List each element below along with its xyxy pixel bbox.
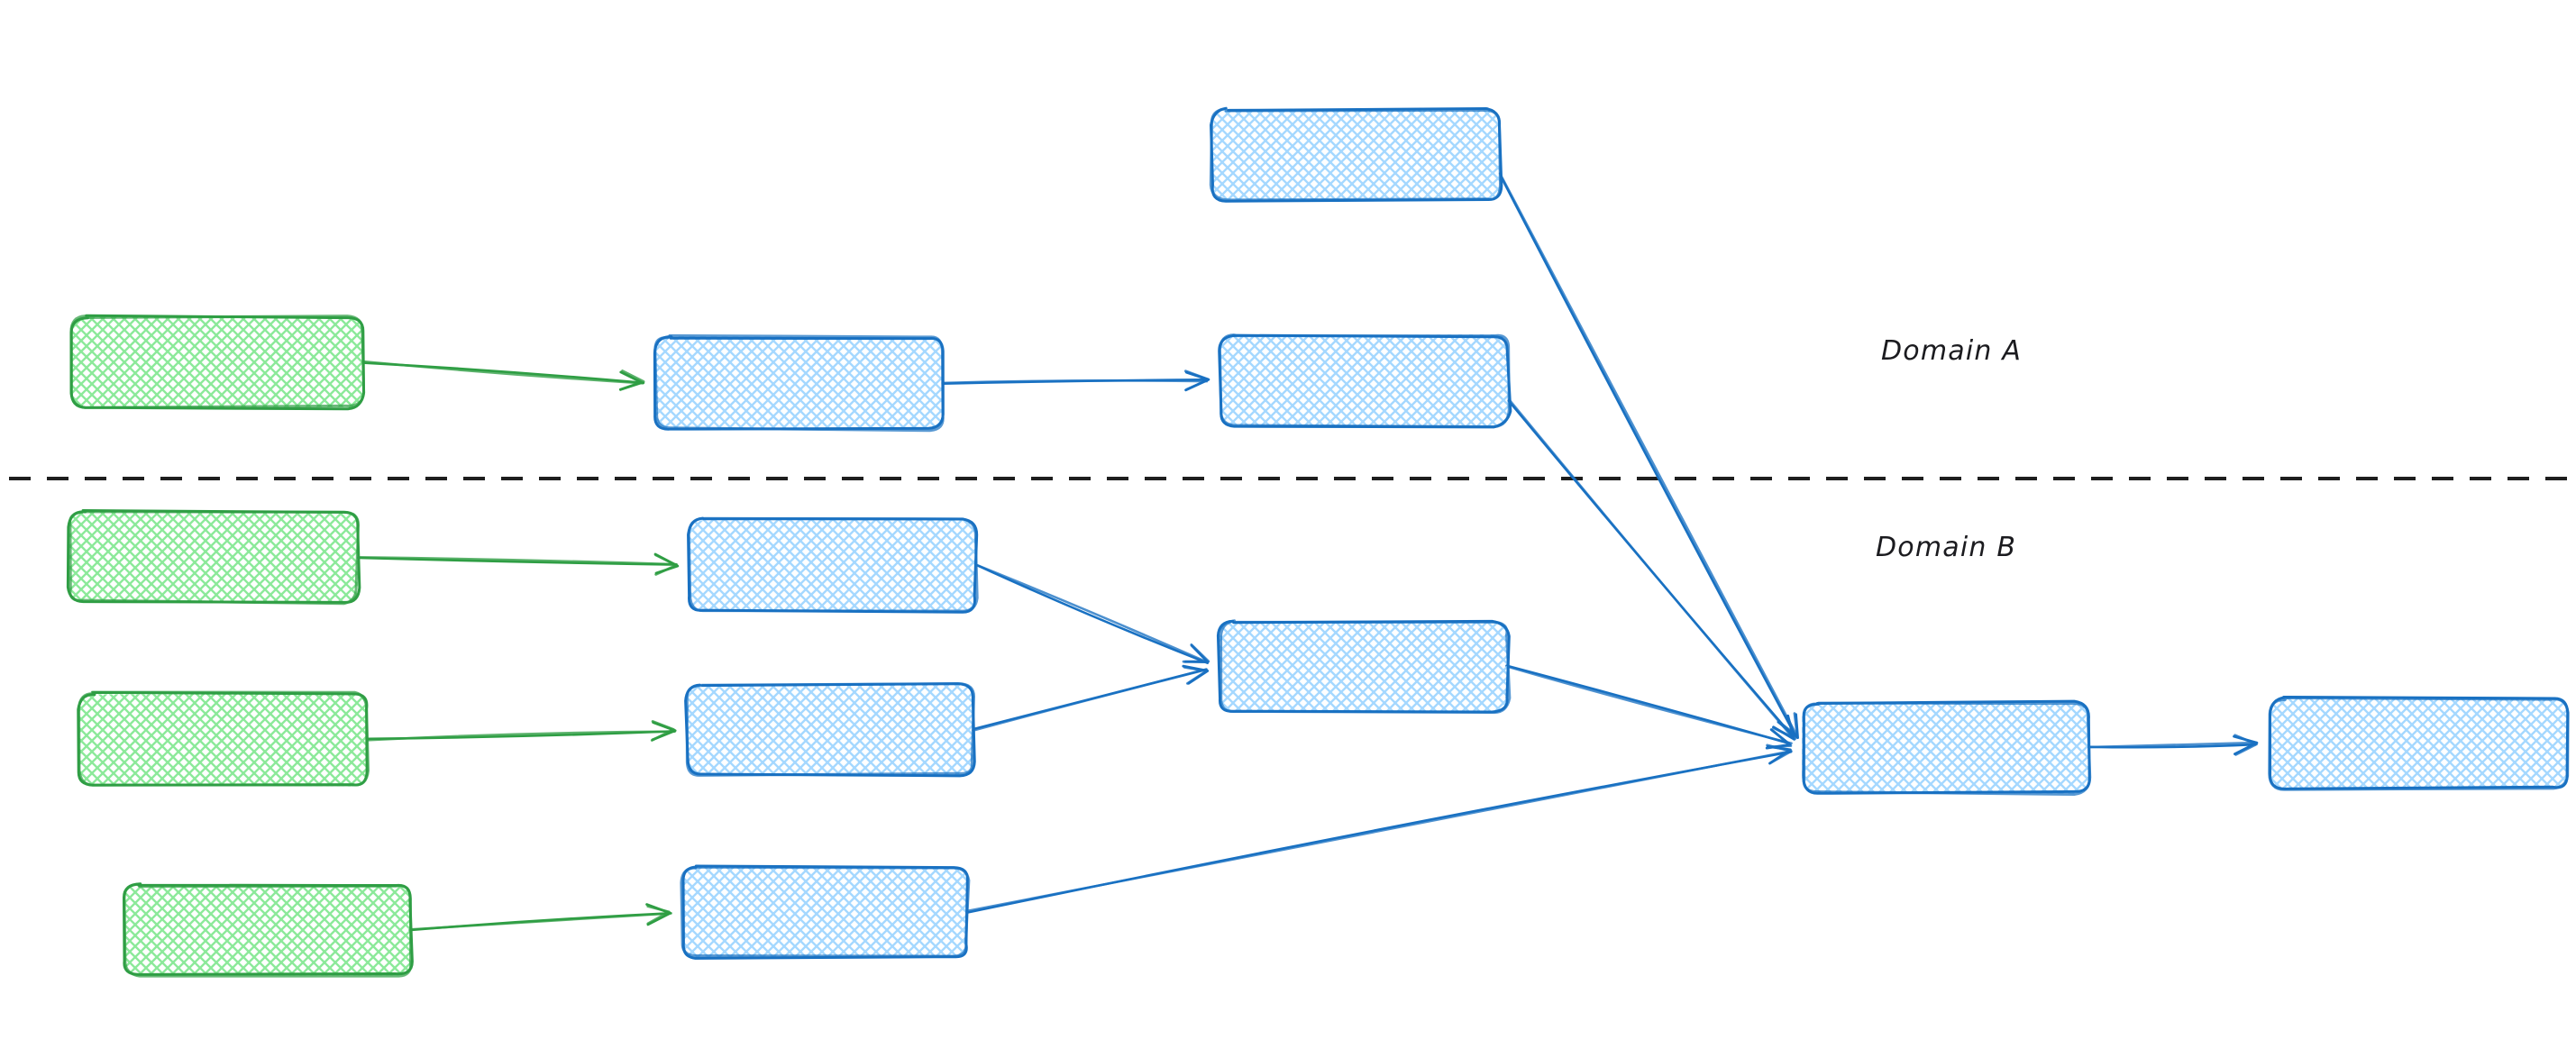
- node-outline: [687, 516, 979, 613]
- node-outline: [69, 315, 366, 409]
- edge-arrowhead: [654, 553, 678, 576]
- node-outline: [123, 883, 413, 978]
- edge-e9[interactable]: [972, 664, 1210, 732]
- edge-e12[interactable]: [2087, 734, 2259, 756]
- edge-line: [974, 563, 1208, 663]
- edge-line: [366, 730, 676, 742]
- node-a-blue-2[interactable]: [1218, 333, 1512, 429]
- node-b-output[interactable]: [2268, 696, 2570, 791]
- edge-arrowhead: [1183, 369, 1210, 391]
- edge-arrowhead: [650, 719, 675, 742]
- edge-line: [941, 379, 1209, 385]
- edge-e6[interactable]: [366, 719, 677, 742]
- edge-arrowhead: [1182, 643, 1210, 663]
- edge-line: [2087, 741, 2258, 749]
- edge-e4[interactable]: [1507, 398, 1797, 741]
- node-b-blue-3[interactable]: [680, 864, 971, 960]
- domain-b-label: Domain B: [1876, 532, 2017, 563]
- node-fill: [1219, 334, 1509, 426]
- node-b-merge[interactable]: [1216, 619, 1512, 715]
- edge-line: [966, 750, 1792, 913]
- edge-line: [1499, 174, 1797, 737]
- edge-line: [1507, 398, 1796, 741]
- edge-line: [976, 564, 1209, 665]
- edge-arrowhead: [1771, 714, 1797, 740]
- node-fill: [69, 511, 358, 602]
- edge-arrowhead: [1183, 665, 1208, 685]
- node-b-green-1[interactable]: [66, 509, 361, 606]
- node-outline: [1802, 701, 2092, 797]
- edge-arrowhead: [1766, 743, 1793, 764]
- node-a-top-blue[interactable]: [1209, 106, 1503, 203]
- edge-line: [357, 556, 678, 566]
- node-a-blue-1[interactable]: [653, 333, 945, 433]
- node-fill: [1219, 621, 1509, 713]
- node-outline: [685, 682, 975, 777]
- node-fill: [689, 519, 977, 612]
- node-fill: [1212, 110, 1501, 200]
- edge-e8[interactable]: [974, 563, 1210, 665]
- node-b-green-2[interactable]: [77, 690, 370, 787]
- node-fill: [682, 866, 968, 958]
- edge-e3[interactable]: [1498, 172, 1799, 740]
- node-fill: [686, 684, 973, 776]
- edge-arrowhead: [646, 905, 671, 926]
- node-outline: [680, 865, 971, 958]
- node-outline: [1218, 333, 1511, 429]
- edge-layer: [9, 172, 2567, 932]
- edge-line: [972, 668, 1208, 732]
- edge-e2[interactable]: [941, 369, 1210, 392]
- node-outline: [78, 690, 370, 787]
- node-a-green-1[interactable]: [69, 314, 366, 411]
- edge-e7[interactable]: [408, 903, 672, 932]
- node-fill: [654, 336, 945, 430]
- node-b-blue-1[interactable]: [687, 516, 979, 614]
- node-fill: [1802, 702, 2090, 794]
- node-b-aggregator[interactable]: [1802, 699, 2092, 797]
- edge-e5[interactable]: [357, 552, 680, 576]
- node-outline: [653, 333, 945, 433]
- node-outline: [1209, 107, 1502, 202]
- edge-e11[interactable]: [965, 743, 1793, 914]
- node-outline: [1219, 619, 1512, 715]
- edge-line: [1498, 172, 1799, 738]
- edge-line: [409, 912, 672, 931]
- edge-arrowhead: [2233, 734, 2258, 756]
- node-outline: [2268, 696, 2570, 791]
- node-fill: [123, 884, 412, 976]
- node-outline: [69, 510, 361, 606]
- node-layer: [66, 106, 2570, 978]
- edge-line: [361, 360, 644, 385]
- edge-arrowhead: [618, 369, 645, 391]
- node-fill: [2269, 698, 2568, 789]
- edge-line: [1505, 665, 1793, 745]
- node-fill: [71, 316, 362, 407]
- node-b-green-3[interactable]: [123, 882, 414, 978]
- domain-a-label: Domain A: [1881, 335, 2023, 367]
- node-b-blue-2[interactable]: [684, 682, 976, 778]
- node-fill: [78, 693, 369, 787]
- edge-e10[interactable]: [1505, 664, 1793, 750]
- edge-e1[interactable]: [361, 360, 645, 391]
